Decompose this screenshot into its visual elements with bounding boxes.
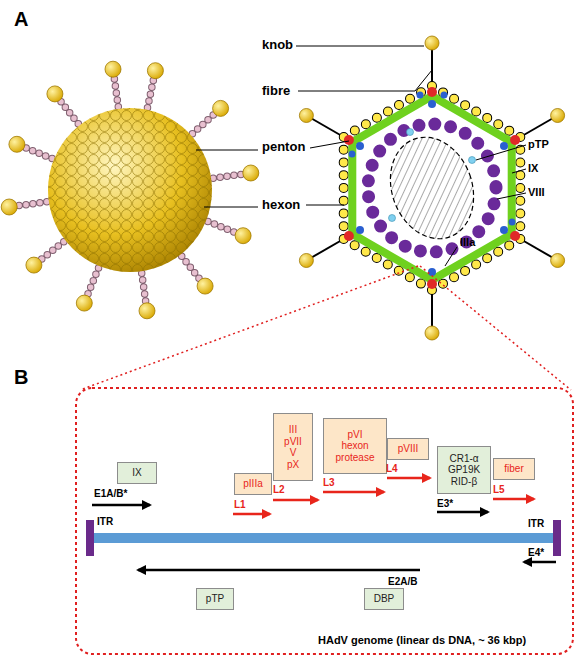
zoom-lines xyxy=(80,266,571,390)
gene-name: RID-β xyxy=(451,476,477,488)
transcript-name: L2 xyxy=(273,484,285,495)
fibre-outline xyxy=(9,69,251,311)
gene-name: V xyxy=(290,447,297,459)
itr-label: ITR xyxy=(528,518,544,529)
part-name: knob xyxy=(262,38,293,52)
transcript-name: E3* xyxy=(437,498,453,509)
fibres xyxy=(9,69,251,311)
early-arrows xyxy=(92,505,556,570)
gene-name: fiber xyxy=(504,463,523,475)
gene-box: fiber xyxy=(493,458,535,480)
penton-bases xyxy=(344,87,520,289)
gene-name: pIIIa xyxy=(243,478,262,490)
gene-box: CR1-αGP19KRID-β xyxy=(437,446,491,494)
panel-letter: A xyxy=(14,8,28,30)
fibre-beads xyxy=(9,69,251,311)
transcript-name: L4 xyxy=(386,463,398,474)
gene-box: DBP xyxy=(364,588,404,610)
genome-core xyxy=(377,125,488,250)
gene-name: protease xyxy=(336,452,375,464)
schematic-fibres xyxy=(306,43,557,333)
gene-box: pVIhexonprotease xyxy=(323,418,387,474)
gene-name: hexon xyxy=(341,440,368,452)
caption-text: HAdV genome (linear ds DNA, ~ 36 kbp) xyxy=(318,634,526,646)
hexon-dots xyxy=(344,86,521,290)
part-name: hexon xyxy=(262,198,300,212)
protein-name: IIIa xyxy=(460,236,475,248)
zoom-frame xyxy=(76,388,573,654)
itr-label: ITR xyxy=(97,516,113,527)
transcript-name: E1A/B* xyxy=(94,488,127,499)
itr-bar xyxy=(86,520,94,556)
gene-name: pVII xyxy=(284,436,302,448)
gene-box: pVIII xyxy=(387,438,429,460)
hexon-texture xyxy=(48,108,212,272)
hexon-outline xyxy=(344,86,521,290)
terminal-proteins xyxy=(389,129,476,222)
gene-name: pX xyxy=(287,459,299,471)
gene-box: pTP xyxy=(196,588,234,610)
protein-name: VIII xyxy=(528,186,545,198)
protein-name: pTP xyxy=(528,138,549,150)
capsid-sphere xyxy=(48,108,212,272)
schematic-knobs xyxy=(299,36,564,340)
gene-box: IX xyxy=(117,462,157,484)
part-name: fibre xyxy=(262,84,290,98)
gene-name: DBP xyxy=(374,593,395,605)
itr-bar xyxy=(553,520,561,556)
capsid-shell xyxy=(352,96,511,280)
gene-name: III xyxy=(289,424,297,436)
blue-proteins xyxy=(349,92,516,277)
transcript-name: E4* xyxy=(528,547,544,558)
gene-name: pVI xyxy=(347,429,362,441)
transcript-name: E2A/B xyxy=(388,576,417,587)
transcript-name: L3 xyxy=(323,477,335,488)
gene-name: IX xyxy=(132,467,141,479)
protein-name: IX xyxy=(528,162,538,174)
gene-name: CR1-α xyxy=(449,453,478,465)
gene-name: pVIII xyxy=(398,443,419,455)
gene-name: pTP xyxy=(206,593,224,605)
part-name: penton xyxy=(262,140,305,154)
panel-letter: B xyxy=(14,366,28,388)
gene-name: GP19K xyxy=(448,464,480,476)
core-protein-ring xyxy=(368,124,496,252)
knobs xyxy=(1,61,259,319)
transcript-name: L1 xyxy=(234,499,246,510)
leader-lines xyxy=(196,46,526,266)
gene-box: pIIIa xyxy=(234,473,272,495)
transcript-name: L5 xyxy=(493,484,505,495)
gene-box: IIIpVIIVpX xyxy=(273,413,313,481)
genome-bar xyxy=(92,533,554,543)
